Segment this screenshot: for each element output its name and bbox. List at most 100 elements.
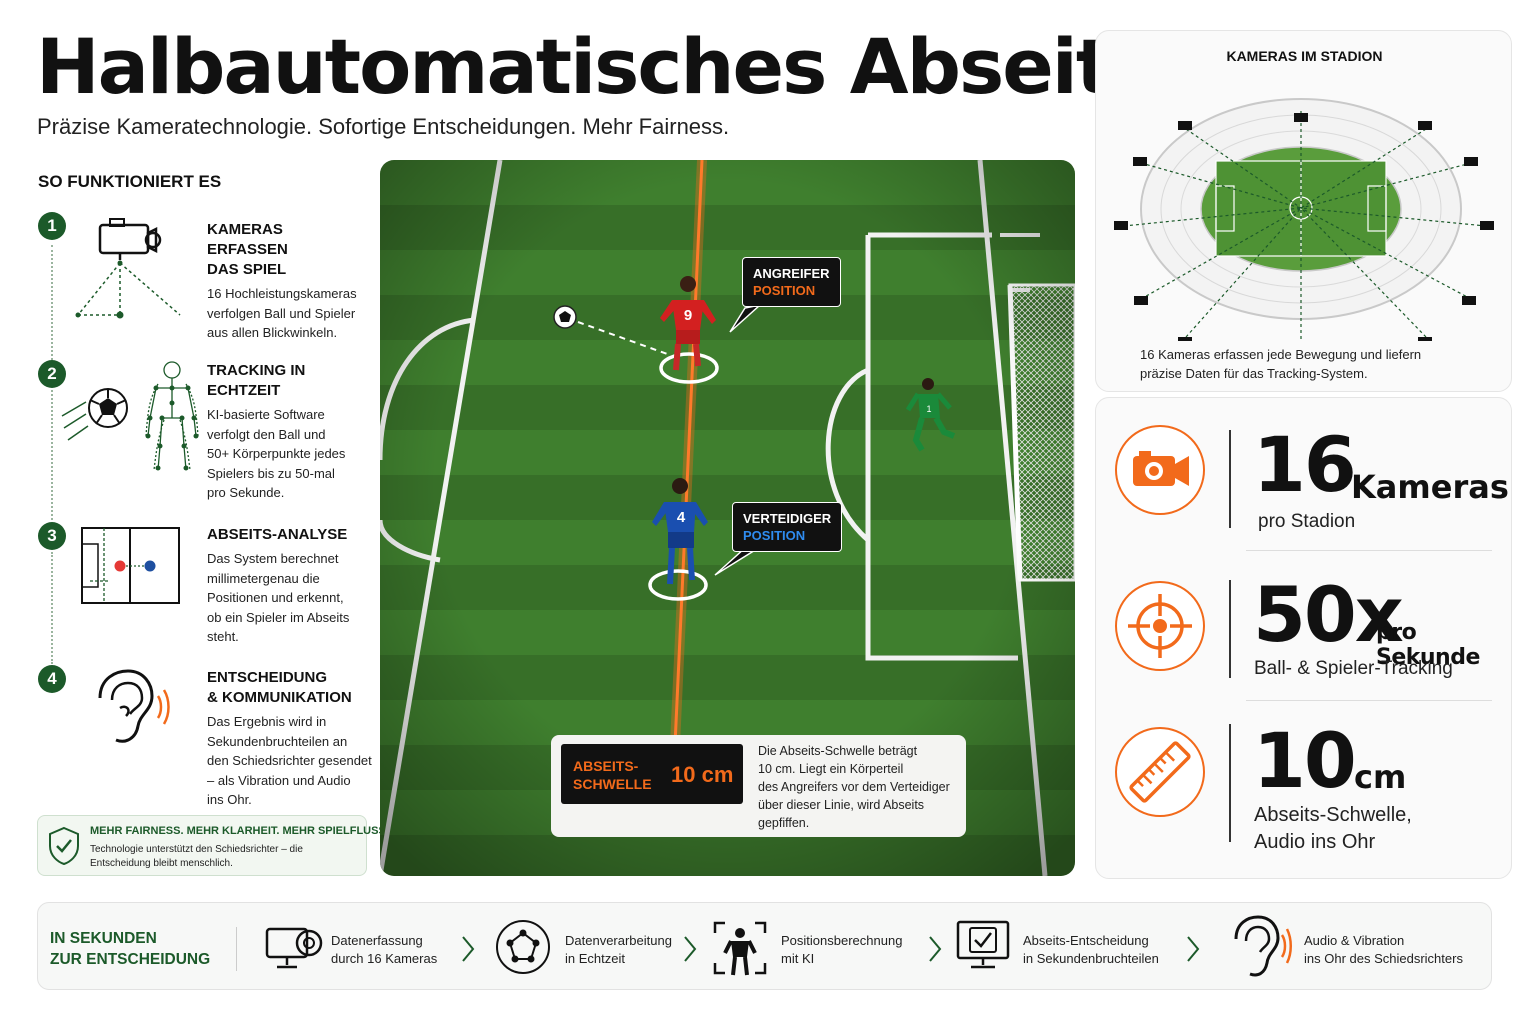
- step-title: KAMERAS ERFASSEN: [207, 221, 288, 258]
- step-text-line: Positionen und erkennt,: [207, 590, 344, 605]
- flow-step-line: Positionsberechnung: [781, 933, 903, 948]
- stat-sub: Ball- & Spieler-Tracking: [1254, 658, 1453, 679]
- step-title: & KOMMUNIKATION: [207, 689, 352, 706]
- step-text-line: aus allen Blickwinkeln.: [207, 325, 338, 340]
- step-connector: [51, 552, 53, 664]
- flow-step-line: Datenverarbeitung: [565, 933, 672, 948]
- flow-step-label: Datenerfassung durch 16 Kameras: [331, 932, 437, 968]
- chevron-right-icon: [462, 936, 475, 962]
- stat-divider: [1229, 430, 1231, 528]
- page-subtitle: Präzise Kameratechnologie. Sofortige Ent…: [37, 114, 730, 139]
- step-text-line: Das System berechnet: [207, 551, 339, 566]
- attacker-label: ANGREIFER: [753, 266, 830, 281]
- flow-step-label: Audio & Vibration ins Ohr des Schiedsric…: [1304, 932, 1463, 968]
- skeleton-tracking-icon: [61, 361, 199, 471]
- step-number: 2: [38, 360, 66, 388]
- stadium-panel: KAMERAS IM STADION 16 Kameras erfassen j…: [1095, 30, 1512, 392]
- step-text-line: 16 Hochleistungskameras: [207, 286, 357, 301]
- stat-value: 16: [1253, 420, 1357, 509]
- stat-unit: pro Sekunde: [1376, 620, 1480, 670]
- step-text-line: ob ein Spieler im Abseits: [207, 609, 350, 625]
- step-number: 3: [38, 522, 66, 550]
- stadium-diagram: [1114, 98, 1494, 341]
- camera-icon: [265, 927, 323, 969]
- step-title: DAS SPIEL: [207, 261, 287, 278]
- flow-step-line: durch 16 Kameras: [331, 951, 438, 966]
- shield-check-icon: [49, 826, 79, 866]
- chevron-right-icon: [684, 936, 697, 962]
- stadium-caption-line: präzise Daten für das Tracking-System.: [1140, 366, 1368, 381]
- flow-step-line: Audio & Vibration: [1304, 933, 1405, 948]
- stat-sub-line: Abseits-Schwelle,: [1254, 804, 1412, 826]
- stat-unit: Kameras: [1351, 468, 1509, 506]
- stat-sub-line: Audio ins Ohr: [1254, 831, 1376, 853]
- step-title: ENTSCHEIDUNG: [207, 669, 328, 686]
- network-icon: [496, 920, 550, 974]
- step-connector: [51, 245, 53, 360]
- step-text-line: Sekundenbruchteilen an: [207, 733, 348, 749]
- stadium-caption: 16 Kameras erfassen jede Bewegung und li…: [1140, 345, 1421, 383]
- stadium-caption-line: 16 Kameras erfassen jede Bewegung und li…: [1140, 347, 1422, 362]
- stat-value: 50x: [1253, 570, 1404, 659]
- flow-step-label: Datenverarbeitung in Echtzeit: [565, 932, 672, 968]
- threshold-label: ABSEITS- SCHWELLE: [573, 757, 652, 793]
- threshold-text-line: über dieser Linie, wird Abseits: [758, 798, 925, 812]
- step-text-line: millimetergenau die: [207, 570, 320, 586]
- defender-label-position: POSITION: [743, 528, 806, 543]
- flow-heading-line: IN SEKUNDEN: [50, 930, 157, 947]
- how-it-works-heading: SO FUNKTIONIERT ES: [38, 172, 222, 191]
- threshold-text-line: Die Abseits-Schwelle beträgt: [758, 744, 918, 758]
- step-number: 4: [38, 665, 66, 693]
- flow-step-label: Positionsberechnung mit KI: [781, 932, 902, 968]
- target-icon: [1115, 581, 1205, 671]
- attacker-position-label: ANGREIFER POSITION: [742, 257, 841, 307]
- threshold-text-line: des Angreifers vor dem Verteidiger: [758, 780, 950, 794]
- stat-unit: cm: [1354, 758, 1407, 796]
- keeper-number: 1: [926, 404, 931, 414]
- step-2: TRACKING IN ECHTZEIT KI-basierte Softwar…: [207, 361, 367, 503]
- decision-flow: IN SEKUNDEN ZUR ENTSCHEIDUNG Datenerfass…: [37, 902, 1492, 990]
- step-1: KAMERAS ERFASSEN DAS SPIEL 16 Hochleistu…: [207, 220, 367, 343]
- flow-step-line: Datenerfassung: [331, 933, 423, 948]
- flow-step-line: in Sekundenbruchteilen: [1023, 951, 1159, 966]
- fairness-text: Technologie unterstützt den Schiedsricht…: [90, 844, 303, 869]
- stat-value: 10: [1253, 716, 1357, 805]
- stat-divider: [1229, 580, 1231, 678]
- ear-sound-icon: [1234, 915, 1292, 977]
- step-text-line: ins Ohr.: [207, 792, 252, 807]
- attacker-number: 9: [684, 307, 692, 324]
- flow-step-label: Abseits-Entscheidung in Sekundenbruchtei…: [1023, 932, 1159, 968]
- step-text-line: den Schiedsrichter gesendet: [207, 753, 372, 768]
- threshold-text: Die Abseits-Schwelle beträgt 10 cm. Lieg…: [758, 742, 950, 832]
- camera-icon: [1115, 425, 1205, 515]
- defender-position-label: VERTEIDIGER POSITION: [732, 502, 843, 552]
- step-text-line: KI-basierte Software: [207, 407, 325, 422]
- pitch-visual: 9 4 1 ANGREIFER POSITION VERTEIDIGER POS…: [380, 160, 1075, 876]
- stadium-heading: KAMERAS IM STADION: [1226, 48, 1383, 64]
- step-text-line: 50+ Körperpunkte jedes: [207, 446, 346, 461]
- step-text-line: Spielers bis zu 50-mal: [207, 465, 335, 481]
- pitch-analysis-icon: [81, 527, 180, 604]
- ruler-icon: [1115, 727, 1205, 817]
- attacker-label-position: POSITION: [753, 283, 816, 298]
- flow-step-line: in Echtzeit: [565, 951, 625, 966]
- step-text-line: – als Vibration und Audio: [207, 772, 351, 788]
- chevron-right-icon: [1187, 936, 1200, 962]
- ear-sound-icon: [98, 669, 170, 743]
- chevron-right-icon: [929, 936, 942, 962]
- step-text-line: pro Sekunde.: [207, 485, 285, 500]
- stat-sub: pro Stadion: [1258, 511, 1356, 532]
- step-connector: [51, 390, 53, 520]
- step-text-line: verfolgt den Ball und: [207, 426, 326, 442]
- camera-icon: [75, 218, 181, 319]
- flow-step-line: ins Ohr des Schiedsrichters: [1304, 951, 1463, 966]
- step-3: ABSEITS-ANALYSE Das System berechnet mil…: [207, 525, 367, 647]
- step-text-line: verfolgen Ball und Spieler: [207, 305, 356, 321]
- stat-sub: Abseits-Schwelle, Audio ins Ohr: [1254, 802, 1412, 856]
- threshold-badge: ABSEITS- SCHWELLE 10 cm: [561, 744, 743, 804]
- step-title: ECHTZEIT: [207, 382, 281, 399]
- flow-step-line: mit KI: [781, 951, 815, 966]
- stat-divider: [1229, 724, 1231, 842]
- step-number: 1: [38, 212, 66, 240]
- threshold-text-line: gepfiffen.: [758, 816, 810, 830]
